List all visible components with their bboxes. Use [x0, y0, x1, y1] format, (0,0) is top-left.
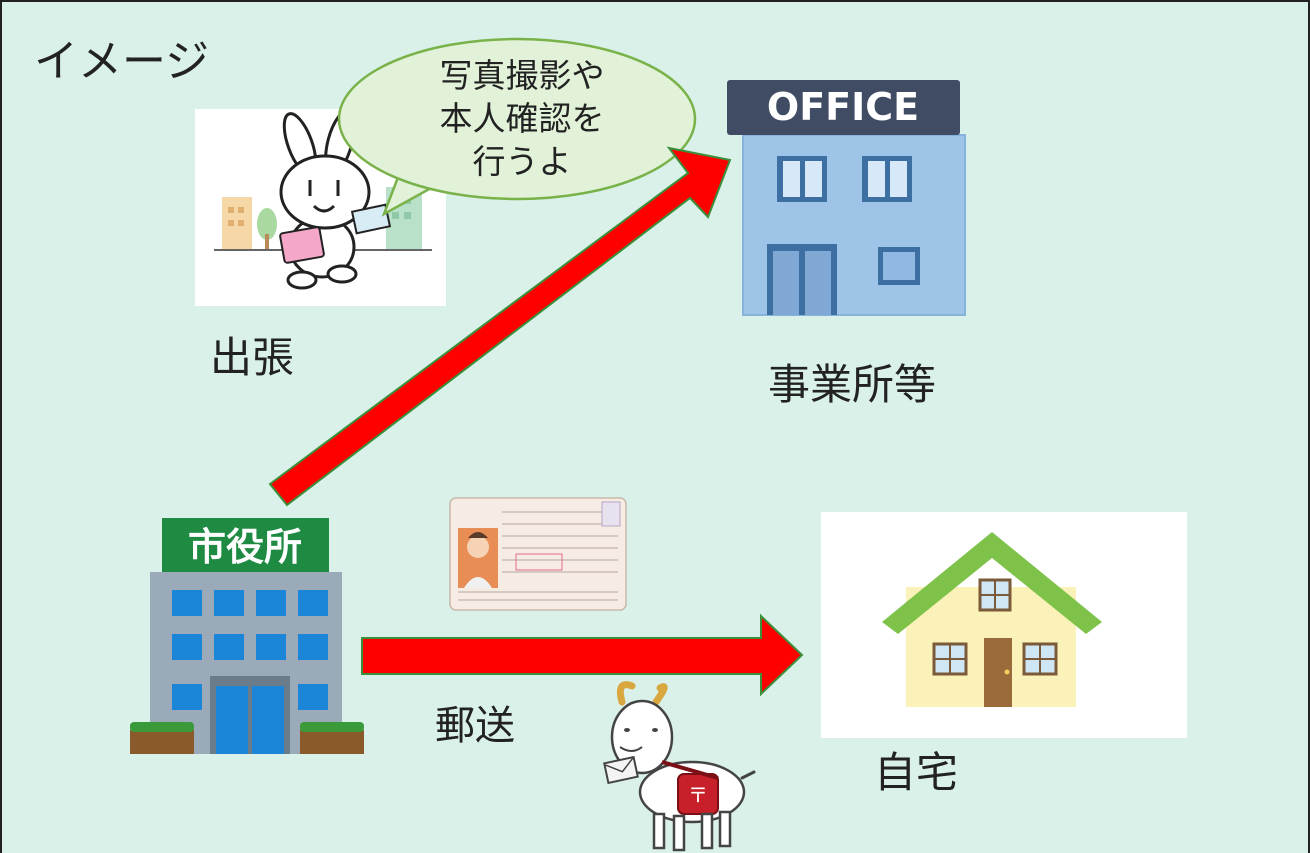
house-icon [882, 532, 1102, 707]
office-sign-text: OFFICE [767, 85, 919, 129]
city-hall-building-icon: 市役所 [130, 518, 364, 754]
speech-line-3: 行うよ [472, 142, 572, 181]
speech-line-1: 写真撮影や [439, 56, 605, 95]
svg-text:〒: 〒 [688, 783, 708, 807]
office-building-icon: OFFICE [727, 80, 966, 316]
label-business-trip: 出張 [210, 333, 295, 382]
speech-bubble-text: 写真撮影や 本人確認を 行うよ [362, 54, 682, 183]
diagram-title: イメージ [34, 36, 210, 87]
goat-mail-carrier-icon: 〒 [603, 681, 756, 852]
arrow-to-home [361, 613, 804, 697]
label-mail: 郵送 [435, 703, 515, 749]
city-hall-sign-text: 市役所 [188, 525, 302, 569]
label-office: 事業所等 [768, 360, 937, 409]
speech-bubble [337, 37, 697, 217]
arrow-to-office [268, 146, 732, 507]
id-card-icon [449, 497, 627, 611]
speech-line-2: 本人確認を [439, 99, 605, 138]
label-home: 自宅 [874, 748, 959, 797]
